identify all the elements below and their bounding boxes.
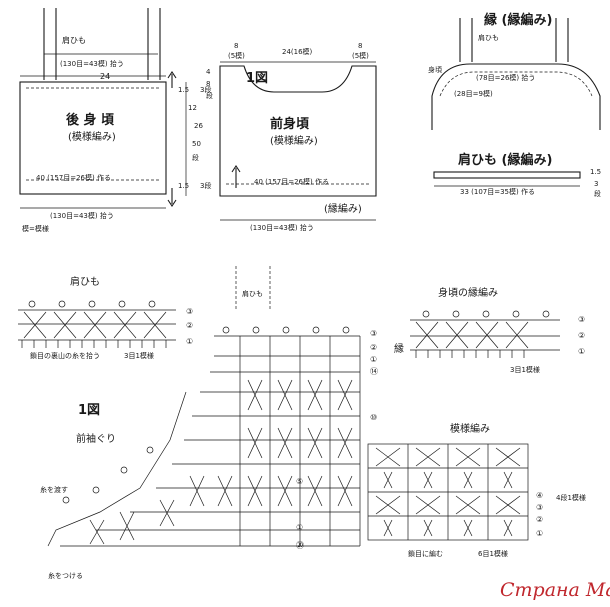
pattern-stitch-chart: 模様編み ④ ③ ② ① 4段1模様 鎖目に編む 6目1模様 xyxy=(367,422,586,558)
pattern-chart-title: 模様編み xyxy=(450,422,490,435)
front-row-20: ⑳ xyxy=(296,541,304,550)
pattern-row-4: ④ xyxy=(536,491,543,500)
front-note-cut: 糸を渡す xyxy=(40,485,68,494)
edge-lower-note: (28目=9模) xyxy=(454,89,493,98)
front-row-1: ① xyxy=(296,523,303,532)
back-top-width: 24 xyxy=(100,72,110,81)
back-h-lower: 50 xyxy=(192,140,201,148)
front-side-c: 段 xyxy=(206,91,213,100)
front-top-mid: 24(16模) xyxy=(282,47,313,56)
front-figure-label: 1図 xyxy=(246,71,268,86)
strap-stitch-chart: 肩ひも ③ ② ① 鎖目の裏山の糸を拾う 3目1模様 xyxy=(18,275,193,360)
back-strap-label: 肩ひも xyxy=(62,35,86,45)
back-body-subtitle: (模様編み) xyxy=(68,130,116,143)
edge-detail-title: 縁 (縁編み) xyxy=(484,12,552,28)
strap-row-3: ③ xyxy=(186,307,193,316)
body-edge-row-2: ② xyxy=(578,331,585,340)
front-side-a: 4 xyxy=(206,68,211,76)
strap-chart-title: 肩ひも xyxy=(70,275,100,288)
front-body-schematic: 8 (5模) 24(16模) 8 (5模) 1図 前身頃 (模様編み) 4 8 … xyxy=(206,42,377,232)
front-chart-caption: 前袖ぐり xyxy=(76,432,116,445)
strap-chart-foot: 鎖目の裏山の糸を拾う xyxy=(30,351,100,360)
strap-row-1: ① xyxy=(186,337,193,346)
front-foot-note: (130目=43模) 拾う xyxy=(250,223,314,232)
pattern-row-3: ③ xyxy=(536,503,543,512)
front-edging: (縁編み) xyxy=(324,202,362,215)
watermark: Страна Мам Страна Мам xyxy=(498,577,610,603)
pattern-foot-left: 鎖目に編む xyxy=(408,549,443,558)
strap-h1: 1.5 xyxy=(590,168,601,176)
back-legend: 模=模様 xyxy=(22,224,49,233)
back-h-top-rows: 3段 xyxy=(200,85,211,94)
front-edge-row-2: ② xyxy=(370,343,377,352)
front-row-10: ⑩ xyxy=(370,413,377,422)
strap-detail-note: 33 (107目=35模) 作る xyxy=(460,187,535,196)
back-h-bottom: 1.5 xyxy=(178,182,189,190)
edge-inner-note: (78目=26模) 拾う xyxy=(476,73,535,82)
front-armhole-chart: 肩ひも ③ ② ① 縁 ⑭ ⑩ ⑤ ① ⑳ 1図 前袖ぐり 糸を渡す 糸をつける xyxy=(40,266,404,580)
back-h-top: 1.5 xyxy=(178,86,189,94)
watermark-text: Страна Мам xyxy=(500,579,610,601)
edge-body-label: 身頃 xyxy=(428,65,442,74)
strap-row-2: ② xyxy=(186,321,193,330)
strap-h3: 段 xyxy=(594,189,601,198)
strap-detail: 肩ひも (縁編み) 33 (107目=35模) 作る 1.5 3 段 xyxy=(433,152,601,198)
svg-text:Страна Мам: Страна Мам xyxy=(500,579,610,601)
strap-h2: 3 xyxy=(594,180,598,188)
front-body-subtitle: (模様編み) xyxy=(270,134,318,147)
pattern-foot-right: 6目1模様 xyxy=(478,549,508,558)
front-bottom-note: 40 (157目=26模) 作る xyxy=(254,177,329,186)
strap-chart-repeat: 3目1模様 xyxy=(124,351,154,360)
edge-strap: 肩ひも xyxy=(478,33,499,42)
back-body-schematic: 肩ひも (130目=43模) 拾う 24 後 身 頃 (模様編み) 40 (15… xyxy=(19,8,211,233)
front-top-right: 8 xyxy=(358,42,362,50)
front-body-title: 前身頃 xyxy=(270,116,310,132)
pattern-row-2: ② xyxy=(536,515,543,524)
back-h-mid: 12 xyxy=(188,104,197,112)
back-h-lower2: 段 xyxy=(192,153,199,162)
back-h-total: 26 xyxy=(194,122,203,130)
front-note-join: 糸をつける xyxy=(48,571,83,580)
front-chart-label: 肩ひも xyxy=(242,289,263,298)
pattern-row-1: ① xyxy=(536,529,543,538)
back-h-bottom-rows: 3段 xyxy=(200,181,211,190)
body-edge-chart: 身頃の縁編み ③ ② ① 3目1模様 xyxy=(410,286,585,374)
front-edge-row-3: ③ xyxy=(370,329,377,338)
front-row-5: ⑤ xyxy=(296,477,303,486)
front-top-right-sub: (5模) xyxy=(352,51,369,60)
front-edge-row-1: ① xyxy=(370,355,377,364)
front-side-b: 8 xyxy=(206,80,210,88)
edge-detail: 縁 (縁編み) 肩ひも 身頃 (78目=26模) 拾う (28目=9模) xyxy=(428,12,601,130)
front-top-left-sub: (5模) xyxy=(228,51,245,60)
front-row-14: ⑭ xyxy=(370,367,378,376)
back-top-note: (130目=43模) 拾う xyxy=(60,59,124,68)
back-body-title: 後 身 頃 xyxy=(66,112,115,128)
back-bottom-note: 40 (157目=26模) 作る xyxy=(36,173,111,182)
body-edge-title: 身頃の縁編み xyxy=(438,286,498,299)
back-foot-note: (130目=43模) 拾う xyxy=(50,211,114,220)
front-chart-figure: 1図 xyxy=(78,403,100,418)
pattern-side-label: 4段1模様 xyxy=(556,493,586,502)
strap-detail-title: 肩ひも (縁編み) xyxy=(458,152,552,168)
body-edge-row-1: ① xyxy=(578,347,585,356)
strap-chart-rows xyxy=(18,300,176,348)
body-edge-repeat: 3目1模様 xyxy=(510,365,540,374)
front-top-left: 8 xyxy=(234,42,238,50)
body-edge-row-3: ③ xyxy=(578,315,585,324)
front-edge-label: 縁 xyxy=(394,342,404,355)
front-chart-grid xyxy=(47,326,361,547)
